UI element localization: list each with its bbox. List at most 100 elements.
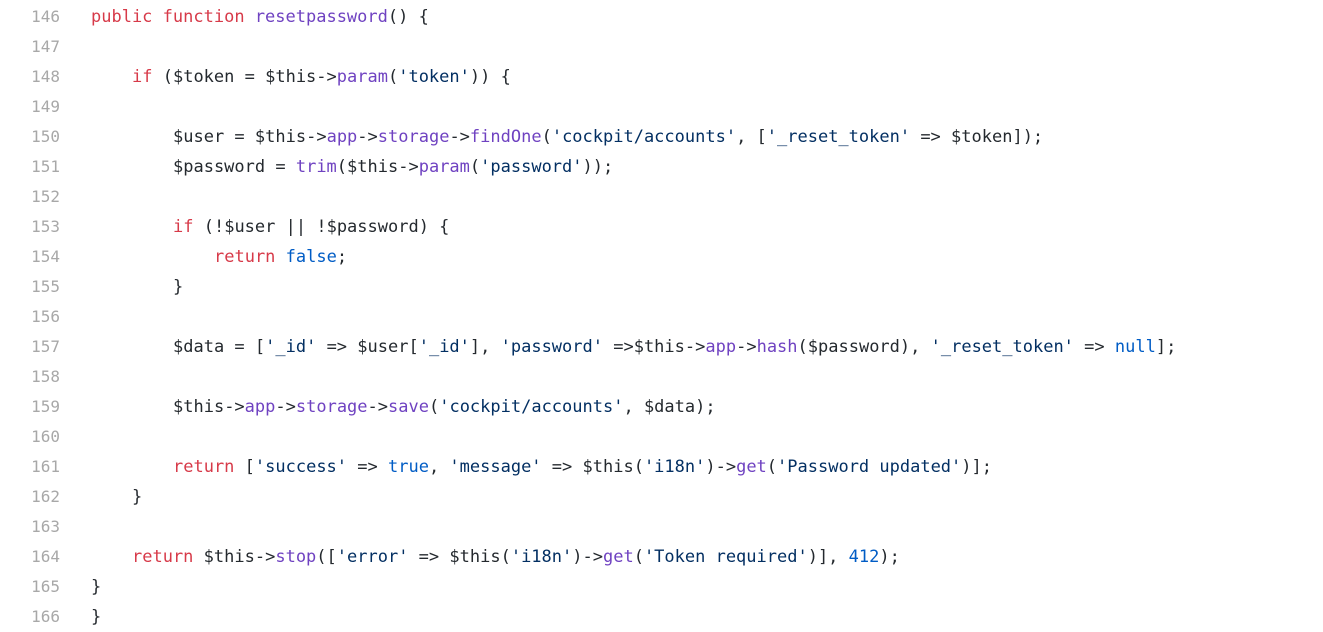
code-line: 165} (0, 572, 1323, 602)
code-token: ), (899, 337, 931, 357)
code-token: = (265, 157, 296, 177)
code-line: 153 if (!$user || !$password) { (0, 212, 1323, 242)
code-token: $data (173, 337, 225, 357)
code-token: 'error' (336, 547, 409, 567)
code-line: 166} (0, 602, 1323, 632)
code-token: $password (807, 337, 900, 357)
line-number: 151 (31, 157, 60, 176)
code-token: } (132, 487, 143, 507)
code-token: -> (254, 547, 276, 567)
code-token: $data (643, 397, 696, 417)
code-token: $this (449, 547, 501, 567)
code-token: (! (193, 217, 225, 237)
code-token: => (910, 127, 952, 147)
code-token: ], (469, 337, 501, 357)
code-token: 'cockpit/accounts' (439, 397, 624, 417)
code-token: return (132, 547, 194, 567)
line-number: 163 (31, 517, 60, 536)
code-token: [ (234, 457, 255, 477)
code-token: save (388, 397, 429, 417)
code-line: 146 public function resetpassword() { (0, 2, 1323, 32)
line-number: 155 (31, 277, 60, 296)
code-token: 'password' (480, 157, 583, 177)
code-token: } (91, 577, 102, 597)
code-token: $token (951, 127, 1013, 147)
code-token: trim (295, 157, 337, 177)
code-token: 'Token required' (643, 547, 808, 567)
code-token: app (244, 397, 276, 417)
code-token: -> (367, 397, 389, 417)
code-token: () { (387, 7, 429, 27)
line-number: 158 (31, 367, 60, 386)
code-token: $user (357, 337, 409, 357)
code-token: -> (224, 397, 245, 417)
code-token: app (705, 337, 737, 357)
line-number: 160 (31, 427, 60, 446)
code-token (152, 7, 162, 27)
code-token: ( (387, 67, 399, 87)
code-text: return false; (214, 242, 347, 272)
code-token: 412 (848, 547, 880, 567)
code-token: public (91, 7, 153, 27)
line-number: 150 (31, 127, 60, 146)
code-token: => (602, 337, 634, 357)
code-line: 157$data = ['_id' => $user['_id'], 'pass… (0, 332, 1323, 362)
line-number: 164 (31, 547, 60, 566)
code-text: public function resetpassword() { (91, 2, 429, 32)
code-token: 'cockpit/accounts' (551, 127, 737, 147)
code-token: storage (377, 127, 450, 147)
code-text: } (173, 272, 183, 302)
code-token: resetpassword (254, 7, 388, 27)
code-token: ( (633, 547, 644, 567)
code-line: 149 (0, 92, 1323, 122)
code-token: $password (173, 157, 266, 177)
code-token: if (173, 217, 194, 237)
code-text: } (132, 482, 142, 512)
code-token: 'password' (500, 337, 603, 357)
code-token: $password (326, 217, 419, 237)
code-token: $this (203, 547, 255, 567)
code-token: => (408, 547, 450, 567)
code-token: )); (582, 157, 614, 177)
code-token (193, 547, 203, 567)
code-token: ([ (316, 547, 337, 567)
code-token: ( (633, 457, 644, 477)
code-token: -> (306, 127, 327, 147)
code-token: -> (684, 337, 706, 357)
code-token: -> (736, 337, 757, 357)
line-number: 157 (31, 337, 60, 356)
code-token: if (132, 67, 153, 87)
code-token: ); (695, 397, 716, 417)
code-token: } (91, 607, 102, 627)
code-token: , [ (736, 127, 767, 147)
code-token: null (1114, 337, 1156, 357)
code-line: 160 (0, 422, 1323, 452)
code-token: ( (336, 157, 348, 177)
code-line: 154 return false; (0, 242, 1323, 272)
code-line: 156 (0, 302, 1323, 332)
line-number: 159 (31, 397, 60, 416)
code-token: get (736, 457, 767, 477)
line-number: 153 (31, 217, 60, 236)
code-token: -> (398, 157, 419, 177)
code-line: 162} (0, 482, 1323, 512)
code-line: 155} (0, 272, 1323, 302)
code-token: } (173, 277, 184, 297)
code-token: )-> (572, 547, 603, 567)
code-line: 152 (0, 182, 1323, 212)
line-number: 146 (31, 7, 60, 26)
code-token: ( (428, 397, 440, 417)
code-text: if (!$user || !$password) { (173, 212, 449, 242)
code-token: storage (295, 397, 368, 417)
code-token: => (1073, 337, 1115, 357)
code-text: $user = $this->app->storage->findOne('co… (173, 122, 1043, 152)
line-number: 154 (31, 247, 60, 266)
code-token: '_id' (418, 337, 470, 357)
code-line: 159$this->app->storage->save('cockpit/ac… (0, 392, 1323, 422)
code-token: -> (357, 127, 378, 147)
code-token: -> (449, 127, 470, 147)
code-token: ]); (1012, 127, 1044, 147)
